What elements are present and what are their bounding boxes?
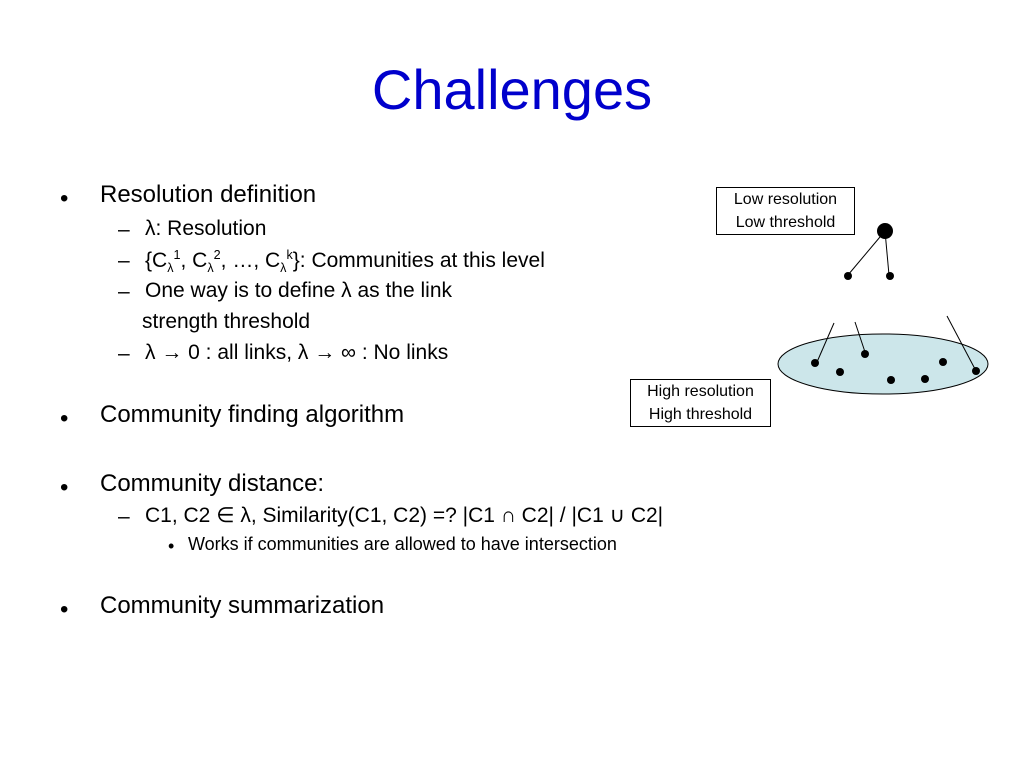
connector-line <box>854 321 866 353</box>
community-node <box>972 367 980 375</box>
bullet-marker: • <box>60 596 69 623</box>
slide-title: Challenges <box>371 58 653 121</box>
low-threshold-label: Low threshold <box>735 214 836 231</box>
bullet-community-summarization: Community summarization <box>100 592 385 619</box>
high-resolution-label: High resolution <box>647 383 754 400</box>
dash-marker: – <box>118 249 130 272</box>
high-threshold-label: High threshold <box>648 406 753 423</box>
low-resolution-box: Low resolution Low threshold <box>716 187 855 235</box>
subitem-similarity: C1, C2 ∈ λ, Similarity(C1, C2) =? |C1 ∩ … <box>145 504 664 527</box>
subitem-one-way-line2: strength threshold <box>142 310 311 333</box>
community-node <box>887 376 895 384</box>
connector-line <box>946 315 976 370</box>
dash-marker: – <box>118 342 130 365</box>
tree-child-node <box>886 272 894 280</box>
community-node <box>811 359 819 367</box>
bullet-marker: • <box>60 405 69 432</box>
community-node <box>836 368 844 376</box>
high-resolution-box: High resolution High threshold <box>630 379 771 427</box>
bullet-resolution-definition: Resolution definition <box>100 181 317 208</box>
tree-root-node <box>877 223 893 239</box>
subitem-one-way-line1: One way is to define λ as the link <box>145 279 452 302</box>
sub-bullet-marker: • <box>168 536 175 556</box>
bullet-marker: • <box>60 185 69 212</box>
community-ellipse <box>777 333 989 395</box>
bullet-marker: • <box>60 474 69 501</box>
community-node <box>939 358 947 366</box>
subitem-lambda-resolution: λ: Resolution <box>145 217 267 240</box>
bullet-community-distance: Community distance: <box>100 470 325 497</box>
subitem-communities: {Cλ1, Cλ2, …, Cλk}: Communities at this … <box>145 248 545 276</box>
dash-marker: – <box>118 280 130 303</box>
bullet-community-finding: Community finding algorithm <box>100 401 405 428</box>
tree-child-node <box>844 272 852 280</box>
subitem-limits: λ → 0 : all links, λ → ∞ : No links <box>145 341 449 364</box>
connector-line <box>816 322 835 363</box>
dash-marker: – <box>118 218 130 241</box>
tree-edge <box>847 230 886 276</box>
community-node <box>861 350 869 358</box>
community-node <box>921 375 929 383</box>
low-resolution-label: Low resolution <box>733 191 838 208</box>
subitem-works-if: Works if communities are allowed to have… <box>188 534 617 554</box>
dash-marker: – <box>118 505 130 528</box>
